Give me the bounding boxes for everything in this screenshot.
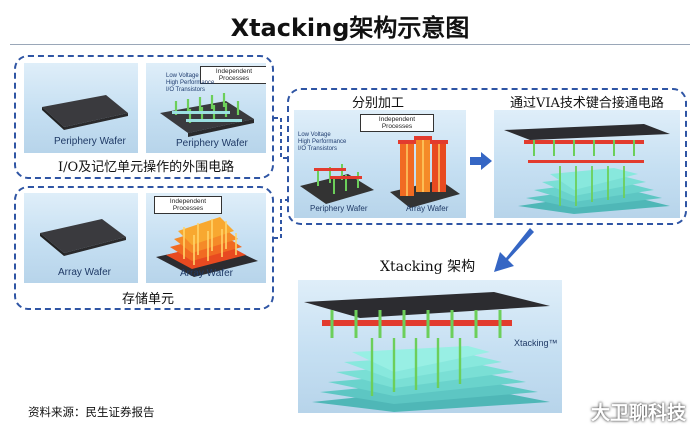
array-processed-panel: Independent Processes Array Wafer: [146, 193, 266, 283]
right-arrow-icon: [470, 152, 492, 170]
via-bonding-panel: [494, 110, 680, 218]
periphery-processed-label: Periphery Wafer: [176, 138, 248, 149]
periphery-group-frame: [14, 55, 274, 179]
blank-array-wafer-illustration: [40, 219, 126, 256]
middle-note-io-transistors: I/O Transistors: [298, 146, 338, 152]
array-caption: 存储单元: [122, 292, 175, 307]
middle-periphery-label: Periphery Wafer: [310, 204, 368, 213]
array-wafer-panel: Array Wafer: [24, 193, 138, 283]
periphery-wafer-panel: Periphery Wafer: [24, 63, 138, 153]
xtacking-label: Xtacking™: [514, 338, 558, 348]
blank-wafer-illustration: [42, 95, 128, 130]
source-note: 资料来源：民生证券报告: [28, 405, 155, 419]
via-bonding-illustration: [504, 124, 670, 214]
periphery-processed-panel: Independent Processes Low Voltage High P…: [146, 63, 266, 153]
middle-transistor-notes: Low Voltage High Performance I/O Transis…: [298, 132, 346, 153]
periphery-wafer-label: Periphery Wafer: [54, 136, 126, 147]
separate-processing-panel: Independent Processes Low Voltage High P…: [294, 110, 466, 218]
note-io-transistors: I/O Transistors: [166, 87, 206, 93]
periphery-caption: I/O及记忆单元操作的外围电路: [58, 160, 235, 175]
down-left-arrow-icon: [494, 228, 534, 272]
transistor-notes: Low Voltage High Performance I/O Transis…: [166, 73, 214, 94]
title-divider: [10, 44, 690, 45]
separate-processing-illustration: [300, 136, 460, 208]
middle-note-low-voltage: Low Voltage: [298, 132, 331, 138]
xtacking-result-panel: Xtacking™: [298, 280, 562, 413]
page-title: Xtacking架构示意图: [230, 14, 470, 42]
middle-independent-processes-tag: Independent Processes: [360, 114, 434, 132]
independent-processes-tag: Independent Processes: [200, 66, 266, 84]
middle-note-high-performance: High Performance: [298, 139, 347, 145]
array-processed-label: Array Wafer: [180, 268, 233, 279]
note-high-performance: High Performance: [166, 80, 215, 86]
separate-processing-heading: 分别加工: [352, 96, 405, 111]
note-low-voltage: Low Voltage: [166, 73, 199, 79]
process-group-frame: [287, 88, 687, 225]
array-group-frame: [14, 186, 274, 310]
via-bonding-heading: 通过VIA技术键合接通电路: [510, 96, 664, 111]
array-stack-illustration: [156, 217, 258, 277]
xtacking-architecture-heading: Xtacking 架构: [380, 259, 476, 275]
periphery-transistor-illustration: [160, 93, 254, 137]
watermark: 大卫聊科技: [590, 402, 686, 424]
xtacking-stack-illustration: [304, 292, 550, 412]
middle-array-label: Array Wafer: [406, 204, 449, 213]
array-independent-processes-tag: Independent Processes: [154, 196, 222, 214]
array-wafer-label: Array Wafer: [58, 267, 111, 278]
